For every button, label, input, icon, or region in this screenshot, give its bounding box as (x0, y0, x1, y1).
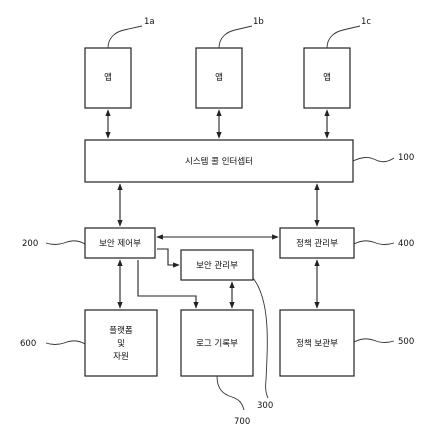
ref-log-recorder: 700 (234, 417, 250, 427)
policy-storage-box: 정책 보관부 (279, 309, 355, 377)
app-box-a-label: 앱 (104, 72, 112, 83)
app-box-c-label: 앱 (323, 72, 331, 83)
security-control-box: 보안 제어부 (84, 227, 156, 259)
ref-app-a: 1a (144, 17, 155, 27)
ref-policy-storage: 500 (398, 337, 414, 347)
arrow-security-control-security-manager (157, 248, 180, 268)
leader-interceptor (352, 157, 395, 163)
interceptor-box: 시스템 콜 인터셉터 (84, 139, 354, 183)
app-box-a: 앱 (84, 47, 132, 109)
platform-label-line2: 및 (117, 338, 125, 349)
leader-log-recorder (216, 375, 245, 411)
security-manager-box: 보안 관리부 (180, 249, 254, 281)
platform-label-line3: 자원 (113, 352, 129, 362)
leader-app-c (326, 25, 361, 49)
ref-security-manager: 300 (257, 401, 273, 411)
interceptor-label: 시스템 콜 인터셉터 (185, 156, 253, 167)
platform-label-line1: 플랫폼 (109, 325, 133, 336)
leader-platform (45, 340, 86, 345)
policy-manager-label: 정책 관리부 (296, 238, 338, 249)
ref-policy-manager: 400 (398, 239, 414, 249)
ref-app-b: 1b (253, 17, 264, 27)
policy-storage-label: 정책 보관부 (296, 338, 338, 349)
policy-manager-box: 정책 관리부 (279, 227, 355, 259)
app-box-b: 앱 (195, 47, 243, 109)
security-manager-label: 보안 관리부 (196, 260, 238, 271)
leader-app-a (107, 25, 143, 49)
log-recorder-box: 로그 기록부 (180, 309, 254, 377)
leader-security-control (45, 240, 86, 245)
ref-interceptor: 100 (398, 153, 414, 163)
leader-policy-manager (353, 240, 395, 245)
arrow-security-control-log-recorder (137, 260, 199, 309)
leader-app-b (218, 25, 253, 49)
log-recorder-label: 로그 기록부 (196, 339, 238, 349)
ref-platform: 600 (20, 339, 36, 349)
leader-policy-storage (353, 338, 395, 343)
app-box-c: 앱 (303, 47, 351, 109)
security-control-label: 보안 제어부 (99, 238, 141, 249)
leader-security-manager (252, 277, 269, 399)
ref-security-control: 200 (22, 239, 38, 249)
platform-box: 플랫폼 및 자원 (84, 309, 158, 377)
app-box-b-label: 앱 (215, 72, 223, 83)
ref-app-c: 1c (361, 17, 371, 27)
